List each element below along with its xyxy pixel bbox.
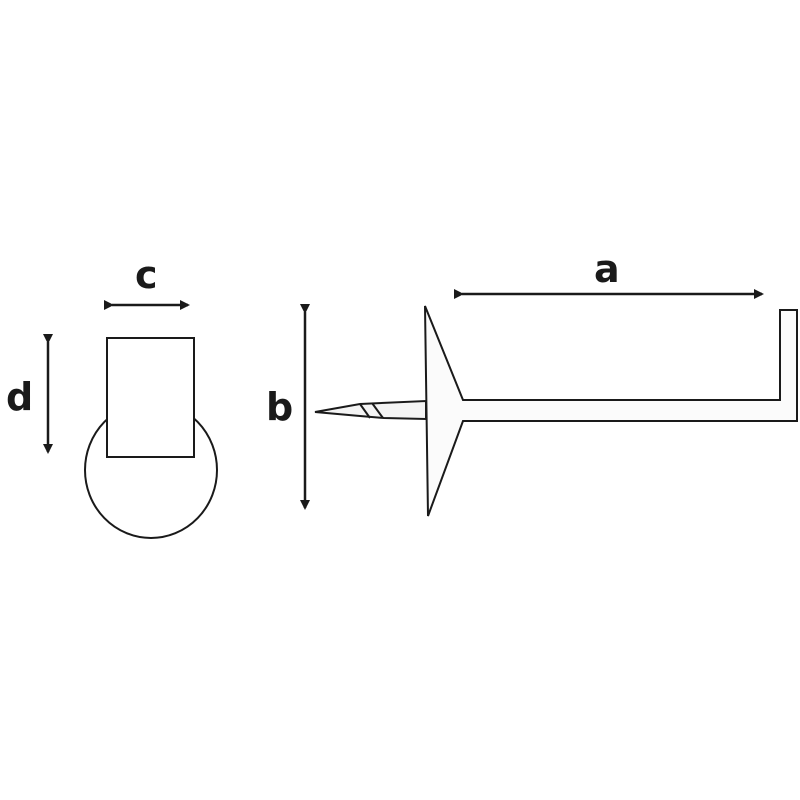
label-b: b: [266, 385, 293, 429]
side-view: [314, 305, 798, 517]
label-a: a: [594, 247, 620, 291]
hook-rect: [106, 337, 195, 458]
hook-body: [424, 305, 798, 517]
front-view: [84, 337, 218, 539]
nail-thread: [359, 403, 371, 419]
label-d: d: [6, 375, 33, 419]
nail-thread: [371, 402, 384, 419]
label-c: c: [135, 253, 158, 297]
nail-spike: [314, 399, 427, 421]
